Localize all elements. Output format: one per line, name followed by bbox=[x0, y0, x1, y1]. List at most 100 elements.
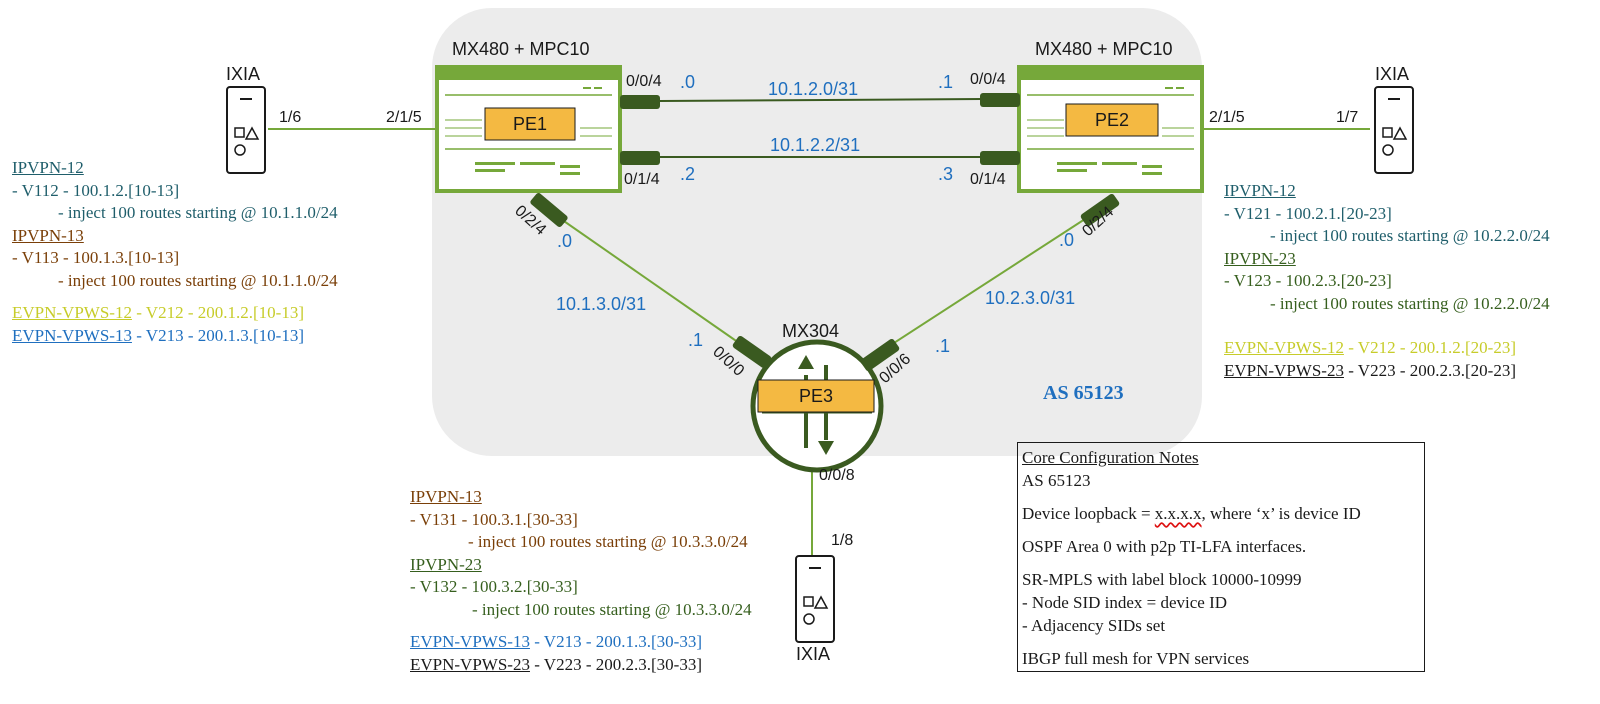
pe3-ixia-port: 0/0/8 bbox=[819, 467, 855, 484]
pe3-router[interactable]: PE3 bbox=[750, 339, 884, 473]
pe2-vpws12-title: EVPN-VPWS-12 bbox=[1224, 338, 1344, 357]
ixia-right-label: IXIA bbox=[1375, 64, 1409, 84]
port-pe1-024 bbox=[530, 193, 568, 227]
pe3-services: IPVPN-13 - V131 - 100.3.1.[30-33] - inje… bbox=[410, 486, 752, 676]
link2-b-port: 0/1/4 bbox=[970, 171, 1006, 188]
pe1-ipvpn12-title: IPVPN-12 bbox=[12, 158, 84, 177]
pe3-ipvpn23-title: IPVPN-23 bbox=[410, 554, 482, 574]
pe2-ipvpn23-vlan: - V123 - 100.2.3.[20-23] bbox=[1224, 271, 1392, 290]
port-pe2-014 bbox=[980, 151, 1020, 165]
ixia-left[interactable] bbox=[226, 86, 266, 174]
pe2-vpws12-rest: - V212 - 200.1.2.[20-23] bbox=[1343, 338, 1516, 357]
link3-subnet: 10.1.3.0/31 bbox=[556, 294, 646, 314]
ixia-bottom[interactable] bbox=[795, 555, 835, 643]
pe2-ixia-port: 2/1/5 bbox=[1209, 109, 1245, 126]
as-label: AS 65123 bbox=[1043, 382, 1124, 404]
link4-b-ip: .1 bbox=[935, 336, 950, 356]
pe2-platform-label: MX480 + MPC10 bbox=[1035, 39, 1173, 59]
pe1-vpws13: EVPN-VPWS-13 - V213 - 200.1.3.[10-13] bbox=[12, 325, 338, 348]
pe1-ipvpn13-title: IPVPN-13 bbox=[12, 225, 84, 245]
pe2-vpws23-rest: - V223 - 200.2.3.[20-23] bbox=[1343, 360, 1516, 380]
link2-subnet: 10.1.2.2/31 bbox=[770, 135, 860, 155]
link4-a-ip: .0 bbox=[1059, 230, 1074, 250]
notes-loopback-val: x.x.x.x bbox=[1154, 504, 1202, 523]
port-pe2-004 bbox=[980, 93, 1020, 107]
pe3-vpws13-title: EVPN-VPWS-13 bbox=[410, 632, 530, 651]
ixia-left-port: 1/6 bbox=[279, 109, 301, 126]
port-pe1-004 bbox=[620, 95, 660, 109]
ixia-right[interactable] bbox=[1374, 86, 1414, 174]
pe3-vpws23-title: EVPN-VPWS-23 bbox=[410, 654, 530, 674]
link1-a-ip: .0 bbox=[680, 72, 695, 92]
port-pe1-014 bbox=[620, 151, 660, 165]
pe3-ipvpn13-vlan: - V131 - 100.3.1.[30-33] bbox=[410, 509, 578, 529]
pe2-label: PE2 bbox=[1095, 110, 1129, 130]
pe1-ixia-port: 2/1/5 bbox=[386, 109, 422, 126]
pe1-vpws12: EVPN-VPWS-12 - V212 - 200.1.2.[10-13] bbox=[12, 302, 338, 325]
ixia-right-port: 1/7 bbox=[1336, 109, 1358, 126]
pe2-vpws23: EVPN-VPWS-23 - V223 - 200.2.3.[20-23] bbox=[1224, 360, 1550, 383]
port-pe2-024 bbox=[1080, 193, 1120, 227]
link1-a-port: 0/0/4 bbox=[626, 73, 662, 90]
ixia-left-label: IXIA bbox=[226, 64, 260, 84]
notes-loopback-post: , where ‘x’ is device ID bbox=[1201, 504, 1361, 523]
pe1-ipvpn12-inject: - inject 100 routes starting @ 10.1.1.0/… bbox=[58, 203, 338, 222]
ixia-bottom-port: 1/8 bbox=[831, 532, 853, 549]
ixia-bottom-label: IXIA bbox=[796, 644, 830, 664]
pe3-ipvpn23-vlan: - V132 - 100.3.2.[30-33] bbox=[410, 577, 578, 596]
core-as-area bbox=[432, 8, 1202, 456]
core-config-notes: Core Configuration Notes AS 65123 Device… bbox=[1017, 442, 1425, 672]
notes-title: Core Configuration Notes bbox=[1022, 448, 1199, 467]
pe3-vpws23-rest: - V223 - 200.2.3.[30-33] bbox=[529, 654, 702, 674]
notes-ibgp: IBGP full mesh for VPN services bbox=[1022, 649, 1250, 668]
link2-a-ip: .2 bbox=[680, 164, 695, 184]
pe3-label: PE3 bbox=[799, 386, 833, 406]
pe2-vpws12: EVPN-VPWS-12 - V212 - 200.1.2.[20-23] bbox=[1224, 337, 1550, 360]
link2-a-port: 0/1/4 bbox=[624, 171, 660, 188]
pe3-vpws13-rest: - V213 - 200.1.3.[30-33] bbox=[529, 632, 702, 651]
pe2-services: IPVPN-12 - V121 - 100.2.1.[20-23] - inje… bbox=[1224, 180, 1550, 382]
link2-b-ip: .3 bbox=[938, 164, 953, 184]
link1-subnet: 10.1.2.0/31 bbox=[768, 79, 858, 99]
pe2-ipvpn12-vlan: - V121 - 100.2.1.[20-23] bbox=[1224, 203, 1392, 223]
pe2-ipvpn12-title: IPVPN-12 bbox=[1224, 181, 1296, 200]
notes-sr: SR-MPLS with label block 10000-10999 bbox=[1022, 570, 1302, 589]
pe1-vpws12-rest: - V212 - 200.1.2.[10-13] bbox=[131, 303, 304, 322]
pe1-label: PE1 bbox=[513, 114, 547, 134]
pe3-ipvpn13-inject: - inject 100 routes starting @ 10.3.3.0/… bbox=[468, 532, 748, 551]
link-pe2-pe3 bbox=[879, 207, 1103, 353]
notes-node-sid: - Node SID index = device ID bbox=[1022, 593, 1228, 612]
pe1-ipvpn12-vlan: - V112 - 100.1.2.[10-13] bbox=[12, 180, 180, 200]
pe2-router[interactable]: PE2 bbox=[1017, 65, 1204, 193]
pe2-ipvpn23-inject: - inject 100 routes starting @ 10.2.2.0/… bbox=[1270, 293, 1550, 313]
link-pe1-pe3 bbox=[547, 209, 743, 346]
pe3-ipvpn13-title: IPVPN-13 bbox=[410, 487, 482, 506]
pe1-services: IPVPN-12 - V112 - 100.1.2.[10-13] - inje… bbox=[12, 157, 338, 347]
pe3-platform-label: MX304 bbox=[782, 321, 839, 341]
notes-adj-sid: - Adjacency SIDs set bbox=[1022, 616, 1166, 635]
link4-subnet: 10.2.3.0/31 bbox=[985, 288, 1075, 308]
pe3-vpws13: EVPN-VPWS-13 - V213 - 200.1.3.[30-33] bbox=[410, 631, 752, 654]
pe2-ipvpn12-inject: - inject 100 routes starting @ 10.2.2.0/… bbox=[1270, 226, 1550, 245]
port-pe3-006 bbox=[860, 338, 900, 372]
pe1-ipvpn13-vlan: - V113 - 100.1.3.[10-13] bbox=[12, 248, 180, 267]
link3-a-ip: .0 bbox=[557, 231, 572, 251]
link1-b-ip: .1 bbox=[938, 72, 953, 92]
notes-loopback: Device loopback = x.x.x.x, where ‘x’ is … bbox=[1022, 502, 1420, 525]
pe1-vpws12-title: EVPN-VPWS-12 bbox=[12, 303, 132, 322]
pe3-vpws23: EVPN-VPWS-23 - V223 - 200.2.3.[30-33] bbox=[410, 654, 752, 677]
pe1-platform-label: MX480 + MPC10 bbox=[452, 39, 590, 59]
link-pe1-pe2-a bbox=[659, 98, 983, 102]
pe2-ipvpn23-title: IPVPN-23 bbox=[1224, 248, 1296, 268]
notes-ospf: OSPF Area 0 with p2p TI-LFA interfaces. bbox=[1022, 537, 1307, 556]
port-pe3-000 bbox=[732, 335, 772, 369]
pe1-vpws13-title: EVPN-VPWS-13 bbox=[12, 325, 132, 345]
notes-loopback-pre: Device loopback = bbox=[1022, 504, 1155, 523]
link3-b-ip: .1 bbox=[688, 330, 703, 350]
pe3-ipvpn23-inject: - inject 100 routes starting @ 10.3.3.0/… bbox=[472, 599, 752, 619]
pe1-ipvpn13-inject: - inject 100 routes starting @ 10.1.1.0/… bbox=[58, 270, 338, 290]
pe1-vpws13-rest: - V213 - 200.1.3.[10-13] bbox=[131, 325, 304, 345]
pe1-router[interactable]: PE1 bbox=[435, 65, 622, 193]
